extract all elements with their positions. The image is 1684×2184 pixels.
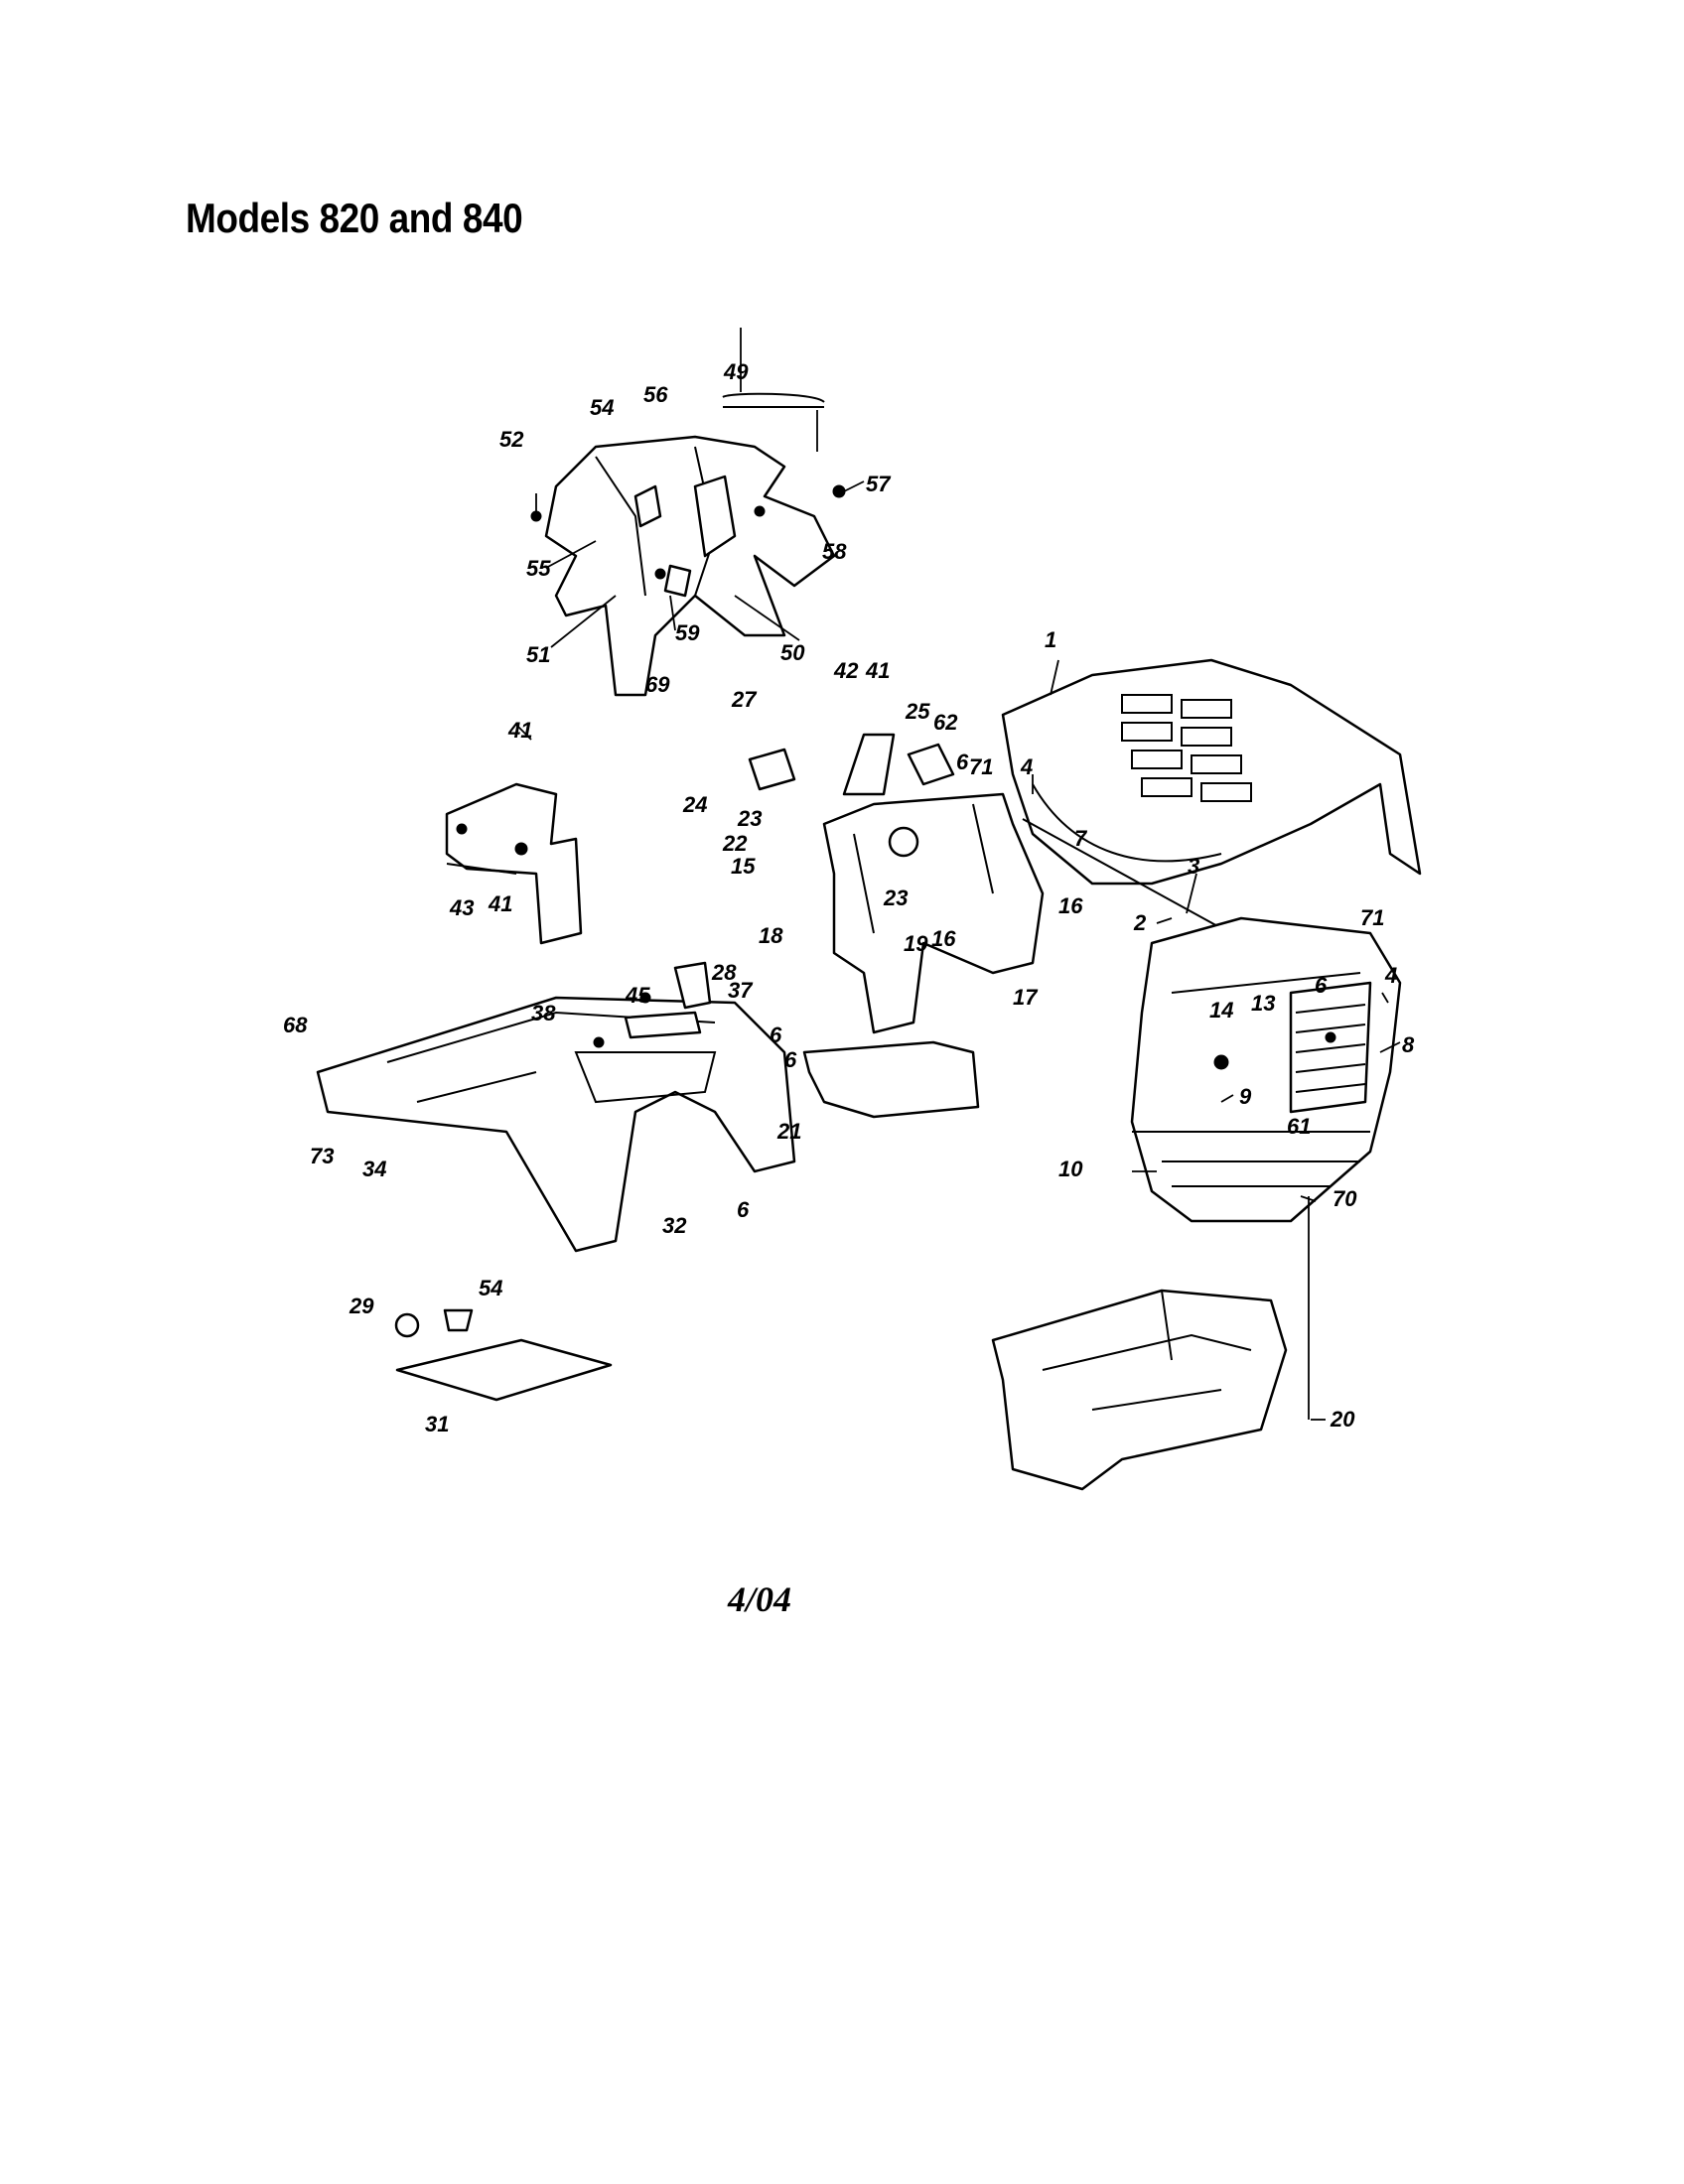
callout-8: 8 [1402, 1032, 1415, 1057]
callout-1: 1 [1045, 627, 1056, 652]
callout-25: 25 [905, 699, 930, 724]
decal-plate [395, 1338, 613, 1402]
frame [991, 1289, 1288, 1491]
callout-6c: 6 [1315, 973, 1328, 998]
callout-15: 15 [731, 854, 756, 879]
callout-6b: 6 [784, 1047, 797, 1072]
callout-41c: 41 [865, 658, 890, 683]
callout-69: 69 [645, 672, 670, 697]
callout-6: 6 [956, 750, 969, 774]
callout-62: 62 [933, 710, 958, 735]
callout-41b: 41 [488, 891, 512, 916]
callout-9: 9 [1239, 1084, 1252, 1109]
callout-32: 32 [662, 1213, 687, 1238]
steering-console-assembly [530, 392, 846, 697]
callout-61: 61 [1287, 1114, 1311, 1139]
callout-34: 34 [362, 1157, 386, 1181]
callout-56: 56 [643, 382, 668, 407]
callout-28: 28 [711, 960, 737, 985]
pedal-bracket-assembly [445, 782, 583, 945]
callout-23: 23 [737, 806, 762, 831]
callout-57: 57 [866, 472, 892, 496]
callout-58: 58 [822, 539, 847, 564]
callout-17: 17 [1013, 985, 1039, 1010]
callout-41: 41 [507, 718, 532, 743]
callout-10: 10 [1058, 1157, 1083, 1181]
callout-37: 37 [728, 978, 754, 1003]
callout-4: 4 [1020, 754, 1033, 779]
support-bracket [802, 1040, 980, 1119]
callout-68: 68 [283, 1013, 308, 1037]
cap-29 [394, 1312, 420, 1338]
callout-16: 16 [1058, 893, 1083, 918]
callout-7: 7 [1074, 826, 1088, 851]
callout-6e: 6 [770, 1023, 782, 1047]
callout-14: 14 [1209, 998, 1233, 1023]
callout-52: 52 [499, 427, 524, 452]
callout-31: 31 [425, 1412, 449, 1436]
callout-18: 18 [759, 923, 783, 948]
callout-50: 50 [780, 640, 805, 665]
callout-42: 42 [833, 658, 859, 683]
footer-date: 4/04 [728, 1579, 792, 1619]
callout-54b: 54 [479, 1276, 502, 1300]
callout-19: 19 [904, 931, 928, 956]
callout-59: 59 [675, 620, 700, 645]
callout-38: 38 [531, 1001, 556, 1025]
callout-24: 24 [682, 792, 707, 817]
callout-20: 20 [1330, 1407, 1355, 1432]
knob [673, 961, 712, 1010]
callout-71b: 71 [1360, 905, 1384, 930]
callout-54: 54 [590, 395, 614, 420]
callout-4b: 4 [1384, 963, 1397, 988]
callout-23b: 23 [883, 886, 908, 910]
callout-55: 55 [526, 556, 551, 581]
dash-panel-assembly [748, 733, 1045, 1034]
callout-6d: 6 [737, 1197, 750, 1222]
callout-27: 27 [731, 687, 758, 712]
callout-labels: 1 2 3 4 4 6 6 6 6 6 7 8 9 10 13 14 15 16… [283, 359, 1415, 1436]
callout-29: 29 [349, 1294, 374, 1318]
fender [316, 992, 796, 1253]
callout-49: 49 [723, 359, 749, 384]
callout-16b: 16 [931, 926, 956, 951]
callout-70: 70 [1333, 1186, 1357, 1211]
callout-21: 21 [776, 1119, 801, 1144]
callout-71: 71 [969, 754, 993, 779]
page-title: Models 820 and 840 [186, 195, 523, 241]
callout-22: 22 [722, 831, 748, 856]
callout-2: 2 [1133, 910, 1147, 935]
callout-51: 51 [526, 642, 550, 667]
callout-73: 73 [310, 1144, 334, 1168]
cap-54 [443, 1308, 474, 1332]
hood [1001, 658, 1422, 886]
leader-lines [515, 328, 1401, 1421]
callout-3: 3 [1188, 854, 1199, 879]
callout-13: 13 [1251, 991, 1275, 1016]
grille-nose-assembly [1130, 916, 1402, 1223]
callout-45: 45 [625, 983, 650, 1008]
callout-43: 43 [449, 895, 474, 920]
